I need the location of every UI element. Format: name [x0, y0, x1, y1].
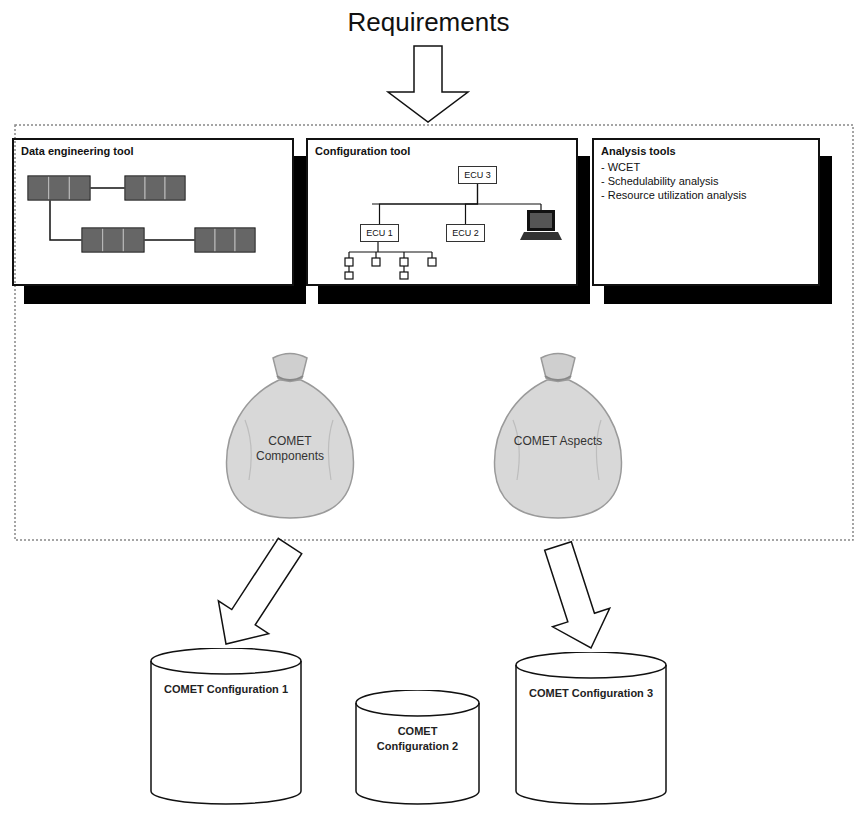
node-label: ECU 3: [464, 167, 491, 183]
field-drop: [431, 252, 432, 258]
cylinder-rim: [516, 665, 666, 678]
tool-box: ECU 3 ECU 1 ECU 2 Configuration tool: [306, 138, 578, 286]
database-cylinder: COMET Configuration 2: [355, 690, 480, 805]
sack-shape: COMET Aspects: [473, 350, 643, 542]
table-cell: [103, 228, 124, 252]
node-label: COMET Aspects: [511, 434, 605, 449]
network-art: [345, 204, 541, 279]
text-wrap: COMET Configuration 3: [523, 686, 659, 701]
ecu-box: ECU 3: [458, 166, 497, 184]
laptop-screen: [527, 210, 555, 231]
flow-arrow: [218, 538, 301, 644]
table-cell: [195, 228, 215, 252]
table-cell: [235, 228, 255, 252]
sack-neck: [273, 354, 307, 382]
tool-box: Data engineering tool: [12, 138, 294, 286]
sensor-node: [400, 272, 408, 279]
sack-tie: [277, 376, 303, 380]
table-cell: [165, 176, 185, 200]
table-cell: [123, 228, 144, 252]
table-cell: [215, 228, 235, 252]
table-cell: [145, 176, 165, 200]
table-outline: [28, 176, 90, 200]
laptop-icon: [520, 210, 562, 240]
cylinder-rim: [151, 661, 301, 674]
table-cell: [49, 176, 70, 200]
tool-box: Analysis tools - WCET- Schedulability ana…: [592, 138, 820, 286]
node-label: COMET Configuration 1: [158, 682, 294, 697]
bus-wire: [380, 184, 478, 224]
table-outline: [82, 228, 144, 252]
cylinder-rim: [356, 703, 479, 716]
cylinder-body: [356, 690, 479, 804]
sack-body: [495, 380, 622, 518]
node-label: ECU 2: [452, 225, 479, 241]
sensor-node: [428, 258, 436, 266]
sensor-node: [345, 258, 353, 266]
table-outline: [195, 228, 255, 252]
text-wrap: COMET Configuration 2: [363, 724, 472, 754]
list-item: - Schedulability analysis: [601, 174, 811, 188]
sensor-node: [345, 272, 353, 279]
ecu-box: ECU 1: [360, 224, 399, 242]
table-outline: [125, 176, 185, 200]
sack-fold: [513, 420, 601, 480]
table-cell: [28, 176, 49, 200]
cylinder-body: [151, 648, 301, 804]
field-drop: [403, 266, 404, 272]
text-wrap: COMET Components: [243, 434, 337, 464]
field-bus: [349, 251, 432, 252]
laptop-display: [530, 213, 552, 228]
node-label: COMET Components: [243, 434, 337, 464]
node-label: COMET Configuration 2: [363, 724, 472, 754]
text-wrap: COMET Aspects: [511, 434, 605, 449]
node-label: Configuration tool: [315, 144, 569, 158]
input-arrow: [388, 46, 468, 122]
node-label: Data engineering tool: [21, 144, 285, 158]
bus-wire: [466, 184, 478, 224]
database-cylinder: COMET Configuration 1: [150, 648, 302, 805]
cylinder-outline: [515, 652, 667, 805]
field-line: [377, 242, 378, 252]
list-item: - Resource utilization analysis: [601, 188, 811, 202]
sack-body: [227, 380, 354, 518]
field-drop: [375, 252, 376, 258]
sensor-node: [400, 258, 408, 266]
node-label: COMET Configuration 3: [523, 686, 659, 701]
dashed-region: [15, 125, 853, 540]
sensor-node: [372, 258, 380, 266]
laptop-base: [520, 232, 562, 240]
cylinder-body: [516, 652, 666, 804]
flow-arrow: [545, 542, 610, 648]
cylinder-outline: [150, 648, 302, 805]
table-link: [90, 187, 125, 189]
node-label: ECU 1: [366, 225, 393, 241]
field-drop: [348, 266, 349, 272]
title: Requirements: [0, 6, 857, 38]
database-cylinder: COMET Configuration 3: [515, 652, 667, 805]
sack-shape: COMET Components: [205, 350, 375, 542]
table-icons: [28, 176, 255, 252]
bus-drop: [540, 204, 541, 210]
text-wrap: COMET Configuration 1: [158, 682, 294, 697]
field-drop: [403, 252, 404, 258]
list-item: - WCET: [601, 160, 811, 174]
table-cell: [125, 176, 145, 200]
sack-neck: [541, 354, 575, 382]
table-cell: [82, 228, 103, 252]
sack-tie: [545, 376, 571, 380]
table-link: [144, 239, 195, 241]
field-drop: [348, 252, 349, 258]
node-label: Analysis tools: [601, 144, 811, 158]
table-cell: [69, 176, 90, 200]
ecu-box: ECU 2: [446, 224, 485, 242]
table-link: [50, 200, 82, 240]
